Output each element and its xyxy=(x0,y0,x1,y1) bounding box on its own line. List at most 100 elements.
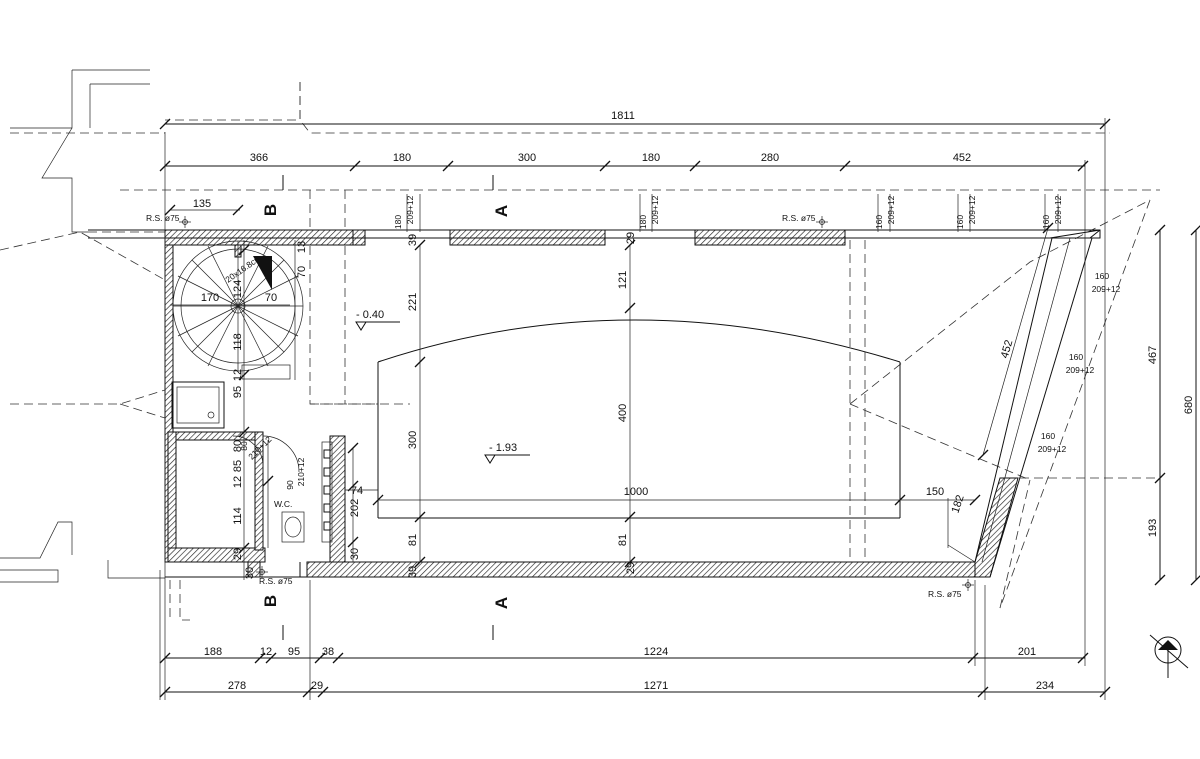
section-b-bottom: B xyxy=(261,595,280,607)
dim-bottom2-4: 234 xyxy=(1036,680,1054,692)
win4-width: 160 xyxy=(955,215,965,229)
door-window-text: 210+12 80 210+12 90 180 209+12 180 209+1… xyxy=(239,195,1121,489)
dim-top-6: 452 xyxy=(953,152,971,164)
dim-400: 400 xyxy=(617,404,629,422)
wc-label: W.C. xyxy=(274,499,292,509)
dim-overall-width: 1811 xyxy=(611,110,635,122)
win3-height: 209+12 xyxy=(886,195,896,224)
dim-stair-80: 80 xyxy=(232,440,244,452)
dim-stair-29: 29 xyxy=(232,548,244,560)
rs-label-bottom-left: R.S. ø75 xyxy=(259,576,293,586)
dim-stair-30: 30 xyxy=(244,567,256,579)
rain-spout-symbols xyxy=(179,216,974,591)
win3-width: 160 xyxy=(874,215,884,229)
dim-221: 221 xyxy=(407,293,419,311)
dim-452-diag: 452 xyxy=(999,339,1016,360)
win2-height: 209+12 xyxy=(650,195,660,224)
dim-top-2: 180 xyxy=(393,152,411,164)
dim-stair-135: 135 xyxy=(193,198,211,210)
rs-label-left-top: R.S. ø75 xyxy=(146,213,180,223)
dim-bottom-6: 201 xyxy=(1018,646,1036,658)
rain-spout-icon xyxy=(256,566,268,578)
section-cut-lines xyxy=(282,175,494,640)
pool-outline xyxy=(377,319,901,519)
diag-win2-width: 160 xyxy=(1069,352,1083,362)
interior-dimension-text: 221 121 400 300 81 81 1000 150 182 452 7… xyxy=(349,232,1015,578)
dim-stair-114: 114 xyxy=(232,507,244,525)
door2-height: 210+12 xyxy=(296,457,306,486)
dim-39a: 39 xyxy=(407,234,419,246)
door2-width: 90 xyxy=(285,480,295,490)
dim-right-467: 467 xyxy=(1147,346,1159,364)
dim-121: 121 xyxy=(617,271,629,289)
win4-height: 209+12 xyxy=(967,195,977,224)
dim-29a: 29 xyxy=(625,232,637,244)
dim-bottom-5: 1224 xyxy=(644,646,668,658)
dim-30b: 30 xyxy=(349,548,361,560)
dim-202: 202 xyxy=(349,499,361,517)
dim-stair-12a: 12 xyxy=(232,369,244,381)
win2-width: 180 xyxy=(638,215,648,229)
dim-top-3: 300 xyxy=(518,152,536,164)
dim-300: 300 xyxy=(407,431,419,449)
spiral-stair xyxy=(172,240,304,380)
rain-spout-icon xyxy=(962,579,974,591)
bathroom-fixtures xyxy=(171,381,333,543)
dim-182: 182 xyxy=(950,493,967,514)
dim-top-4: 180 xyxy=(642,152,660,164)
dim-bottom-3: 95 xyxy=(288,646,300,658)
rs-label-mid-top: R.S. ø75 xyxy=(782,213,816,223)
rain-spout-icon xyxy=(179,216,191,228)
dim-stair-124: 124 xyxy=(232,280,244,298)
dim-29b: 29 xyxy=(625,562,637,574)
dimension-lines xyxy=(159,118,1200,700)
rs-label-bottom-right: R.S. ø75 xyxy=(928,589,962,599)
win1-width: 180 xyxy=(393,215,403,229)
dim-74: 74 xyxy=(351,485,363,497)
right-dimension-text: 467 680 193 xyxy=(1147,346,1195,537)
dim-stair-85: 85 xyxy=(232,460,244,472)
context-lines xyxy=(0,69,1161,621)
dim-stair-118: 118 xyxy=(232,333,244,351)
rain-spout-icon xyxy=(816,216,828,228)
win1-height: 209+12 xyxy=(405,195,415,224)
dim-bottom-2: 12 xyxy=(260,646,272,658)
dim-bottom2-2: 29 xyxy=(311,680,323,692)
dim-bottom2-1: 278 xyxy=(228,680,246,692)
dim-150: 150 xyxy=(926,486,944,498)
walls xyxy=(164,229,1019,578)
dim-stair-170: 170 xyxy=(201,292,219,304)
dim-39b: 39 xyxy=(407,566,419,578)
bottom-dimension-text: 188 12 95 38 1224 201 278 29 1271 234 xyxy=(204,646,1054,692)
dim-81a: 81 xyxy=(407,534,419,546)
diag-win3-width: 160 xyxy=(1041,431,1055,441)
top-dimension-text: 1811 366 180 300 180 280 452 xyxy=(250,110,971,164)
dim-stair-13: 13 xyxy=(296,241,308,253)
door1-width: 80 xyxy=(239,441,249,451)
wall-outlines xyxy=(88,229,1101,578)
diag-win3-height: 209+12 xyxy=(1038,444,1067,454)
dim-stair-12b: 12 xyxy=(232,476,244,488)
dim-bottom-4: 38 xyxy=(322,646,334,658)
section-b-top: B xyxy=(261,204,280,216)
dim-1000: 1000 xyxy=(624,486,648,498)
dim-right-680: 680 xyxy=(1183,396,1195,414)
window-markers xyxy=(406,194,1059,232)
diag-win1-width: 160 xyxy=(1095,271,1109,281)
level-upper: - 0.40 xyxy=(356,309,384,321)
dim-top-5: 280 xyxy=(761,152,779,164)
diag-win2-height: 209+12 xyxy=(1066,365,1095,375)
dim-bottom-1: 188 xyxy=(204,646,222,658)
dim-top-1: 366 xyxy=(250,152,268,164)
win5-height: 209+12 xyxy=(1053,195,1063,224)
dim-stair-95: 95 xyxy=(232,386,244,398)
diag-win1-height: 209+12 xyxy=(1092,284,1121,294)
dim-bottom2-3: 1271 xyxy=(644,680,668,692)
win5-width: 160 xyxy=(1041,215,1051,229)
dim-stair-70b: 70 xyxy=(296,266,308,278)
stair-dimension-text: 135 170 70 124 118 70 13 95 12 80 85 12 … xyxy=(193,198,308,579)
level-main: - 1.93 xyxy=(489,442,517,454)
dim-81b: 81 xyxy=(617,534,629,546)
north-arrow-icon xyxy=(1149,634,1189,678)
section-a-bottom: A xyxy=(492,597,511,609)
